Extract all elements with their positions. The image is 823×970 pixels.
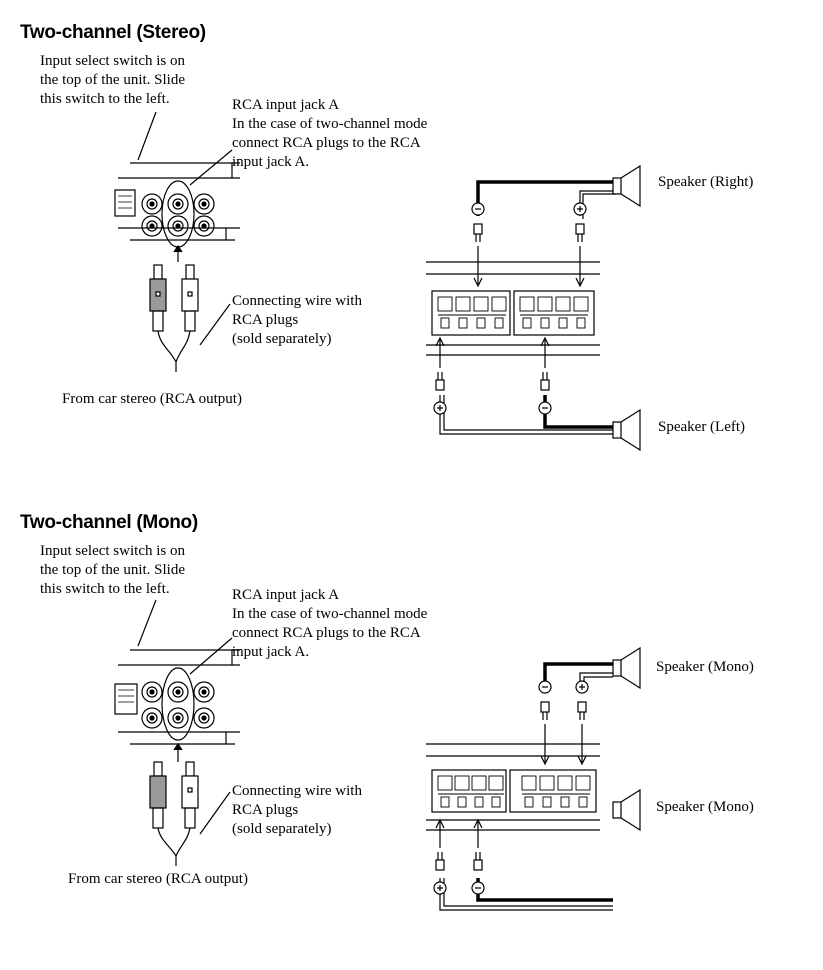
note-line: Connecting wire with xyxy=(232,293,362,309)
note-line: Connecting wire with xyxy=(232,783,362,799)
section-heading: Two-channel (Mono) xyxy=(20,512,198,533)
spade-lug-icon xyxy=(473,223,483,235)
rca-wire-note: Connecting wire with RCA plugs (sold sep… xyxy=(232,292,362,349)
rca-wire-note: Connecting wire with RCA plugs (sold sep… xyxy=(232,782,362,839)
note-line: input jack A. xyxy=(232,154,310,170)
stereo-wiring-diagram xyxy=(114,111,641,452)
terminal-arrow xyxy=(577,724,587,766)
rca-cable xyxy=(157,827,191,866)
switch-callout-line xyxy=(137,111,157,161)
rca-cable xyxy=(157,330,191,372)
rca-jack-cluster xyxy=(141,180,215,248)
terminal-arrow xyxy=(435,818,445,848)
rca-plug-left xyxy=(149,264,167,332)
lower-positive-wire-double xyxy=(443,878,613,907)
note-line: input jack A. xyxy=(232,644,310,660)
note-line: the top of the unit. Slide xyxy=(40,72,185,88)
note-line: (sold separately) xyxy=(232,821,332,837)
mono-wiring-section: Two-channel (Mono) Input select switch i… xyxy=(0,490,823,970)
switch-callout-line xyxy=(137,599,157,647)
spade-lug-icon xyxy=(577,701,587,713)
rca-plug-right xyxy=(181,761,199,829)
speaker-mono-upper-icon xyxy=(612,646,641,690)
lower-positive-wire xyxy=(439,878,613,911)
spade-lug-icon xyxy=(575,223,585,235)
speaker-terminal-block xyxy=(426,261,600,356)
upper-negative-wire xyxy=(476,180,613,216)
upper-positive-wire-double xyxy=(582,193,616,219)
note-line: RCA plugs xyxy=(232,312,299,328)
note-line: Input select switch is on xyxy=(40,53,185,69)
lower-negative-wire xyxy=(543,395,613,429)
note-line: connect RCA plugs to the RCA xyxy=(232,135,421,151)
speaker-right-label: Speaker (Right) xyxy=(658,174,754,190)
input-switch-note: Input select switch is on the top of the… xyxy=(40,52,185,109)
section-heading: Two-channel (Stereo) xyxy=(20,22,206,43)
note-line: (sold separately) xyxy=(232,331,332,347)
speaker-terminal-block xyxy=(426,743,600,831)
terminal-arrow xyxy=(540,724,550,766)
amplifier-rca-panel xyxy=(114,649,240,745)
lower-positive-wire-double xyxy=(443,395,613,431)
note-line: In the case of two-channel mode xyxy=(232,606,428,622)
amplifier-rca-panel xyxy=(114,162,240,241)
rca-jack-note: RCA input jack A In the case of two-chan… xyxy=(232,96,427,172)
spade-lug-icon xyxy=(540,701,550,713)
note-line: RCA input jack A xyxy=(232,587,340,603)
jack-callout-line xyxy=(189,149,233,186)
mono-wiring-diagram xyxy=(114,599,641,911)
rca-plug-right xyxy=(181,264,199,332)
jack-callout-line xyxy=(189,637,233,675)
source-note: From car stereo (RCA output) xyxy=(62,391,242,407)
spade-lug-icon xyxy=(435,859,445,871)
source-note: From car stereo (RCA output) xyxy=(68,871,248,887)
spade-lug-icon xyxy=(435,379,445,391)
wire-callout-line xyxy=(199,303,231,346)
spade-lug-icon xyxy=(540,379,550,391)
speaker-right-icon xyxy=(612,164,641,208)
note-line: RCA plugs xyxy=(232,802,299,818)
note-line: In the case of two-channel mode xyxy=(232,116,428,132)
note-line: Input select switch is on xyxy=(40,543,185,559)
rca-plug-left xyxy=(149,761,167,829)
speaker-left-icon xyxy=(612,408,641,452)
plug-arrowhead xyxy=(173,742,183,751)
note-line: the top of the unit. Slide xyxy=(40,562,185,578)
note-line: RCA input jack A xyxy=(232,97,340,113)
terminal-arrow xyxy=(540,336,550,368)
terminal-arrow xyxy=(435,336,445,368)
speaker-mono-lower-icon xyxy=(612,788,641,832)
note-line: this switch to the left. xyxy=(40,91,170,107)
rca-jack-cluster xyxy=(141,667,215,741)
terminal-arrow xyxy=(473,246,483,288)
terminal-arrow xyxy=(575,246,585,288)
upper-negative-wire xyxy=(543,662,613,686)
lower-negative-wire xyxy=(476,878,613,902)
wire-callout-line xyxy=(199,791,231,835)
speaker-left-label: Speaker (Left) xyxy=(658,419,746,435)
spade-lug-icon xyxy=(473,859,483,871)
plug-arrowhead xyxy=(173,244,183,253)
jack-a-highlight xyxy=(161,667,195,741)
rca-jack-note: RCA input jack A In the case of two-chan… xyxy=(232,586,427,662)
input-switch-note: Input select switch is on the top of the… xyxy=(40,542,185,599)
stereo-wiring-section: Two-channel (Stereo) Input select switch… xyxy=(0,0,823,480)
note-line: connect RCA plugs to the RCA xyxy=(232,625,421,641)
speaker-mono-upper-label: Speaker (Mono) xyxy=(656,659,754,675)
terminal-arrow xyxy=(473,818,483,848)
upper-positive-wire-double xyxy=(583,676,613,686)
speaker-mono-lower-label: Speaker (Mono) xyxy=(656,799,754,815)
note-line: this switch to the left. xyxy=(40,581,170,597)
